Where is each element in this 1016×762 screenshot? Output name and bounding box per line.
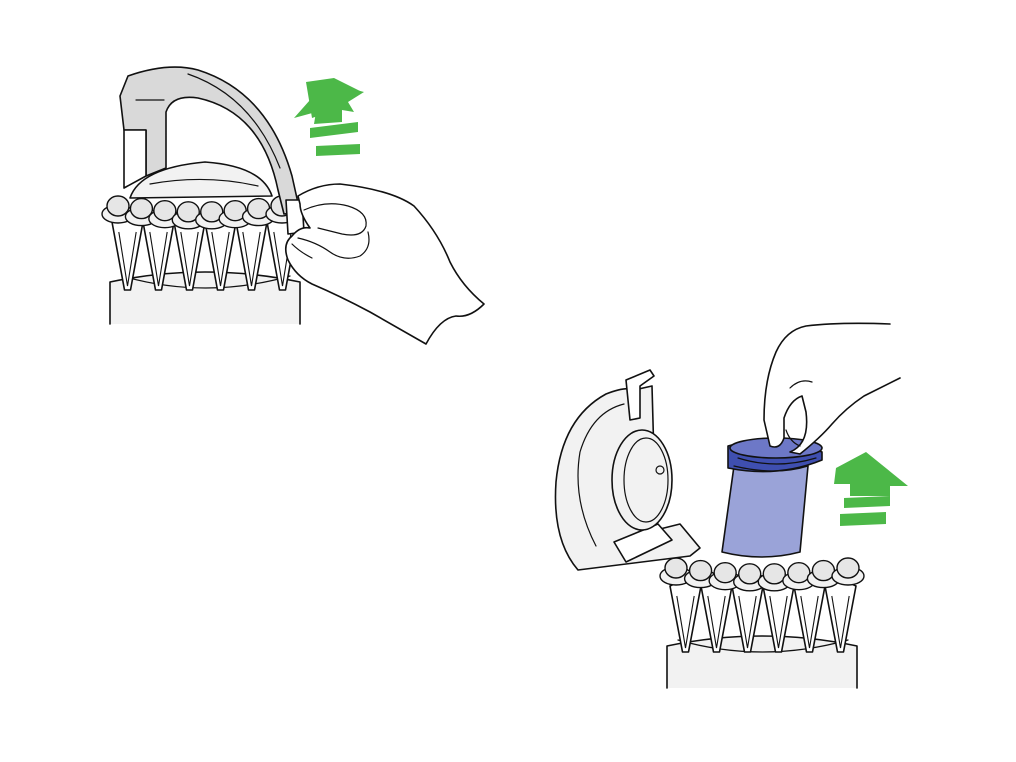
step-1-illustration	[101, 66, 485, 345]
step-1-cone-edge	[211, 231, 230, 287]
step-1-lobe	[176, 201, 200, 223]
step-2-lobe	[738, 563, 762, 585]
shroud-dome	[129, 161, 273, 199]
cyclone-body-2	[666, 635, 858, 689]
step-2-cone-edge	[800, 595, 819, 649]
step-2-lobe	[811, 559, 836, 582]
step-1-lobe	[129, 197, 154, 220]
step-2-lobe	[836, 557, 860, 579]
step-2-cone-edge	[738, 595, 757, 649]
up-arrow-icon	[294, 78, 364, 156]
lid-release-tab	[625, 369, 655, 421]
handle-front-plate	[123, 129, 147, 189]
step-2-cone-edge	[769, 595, 788, 649]
cyclone-lobes-2	[659, 557, 865, 592]
step-2-cone-edge	[707, 595, 726, 649]
step-2-lobe	[787, 561, 811, 584]
step-1-cone-edge	[242, 231, 261, 287]
step-2-cone-edge	[676, 595, 695, 649]
step-1-cone-edge	[118, 231, 137, 287]
lid-seal-disc	[611, 429, 673, 531]
step-2-cone-edge	[831, 595, 850, 649]
step-1-lobe	[153, 199, 177, 222]
step-2-lobe	[713, 561, 737, 584]
hand-pulling-latch	[284, 183, 485, 345]
step-2-illustration	[554, 322, 908, 689]
cylinder-rim	[121, 275, 291, 289]
open-bin-lid	[554, 369, 701, 571]
hand-lifting-filter	[763, 322, 901, 455]
pre-motor-filter	[721, 437, 823, 558]
step-2-lobe	[762, 563, 786, 585]
step-2-lobe	[664, 557, 688, 579]
step-1-lobe	[200, 201, 224, 223]
cyclone-lobes	[101, 195, 299, 230]
step-1-cone-edge	[180, 231, 199, 287]
bin-handle	[119, 66, 301, 215]
up-arrow-icon-2	[834, 452, 908, 526]
step-1-lobe	[106, 195, 130, 217]
cylinder-base-2	[666, 635, 858, 689]
step-1-cone-edge	[149, 231, 168, 287]
step-2-lobe	[688, 559, 713, 582]
cyclone-body	[109, 271, 301, 325]
